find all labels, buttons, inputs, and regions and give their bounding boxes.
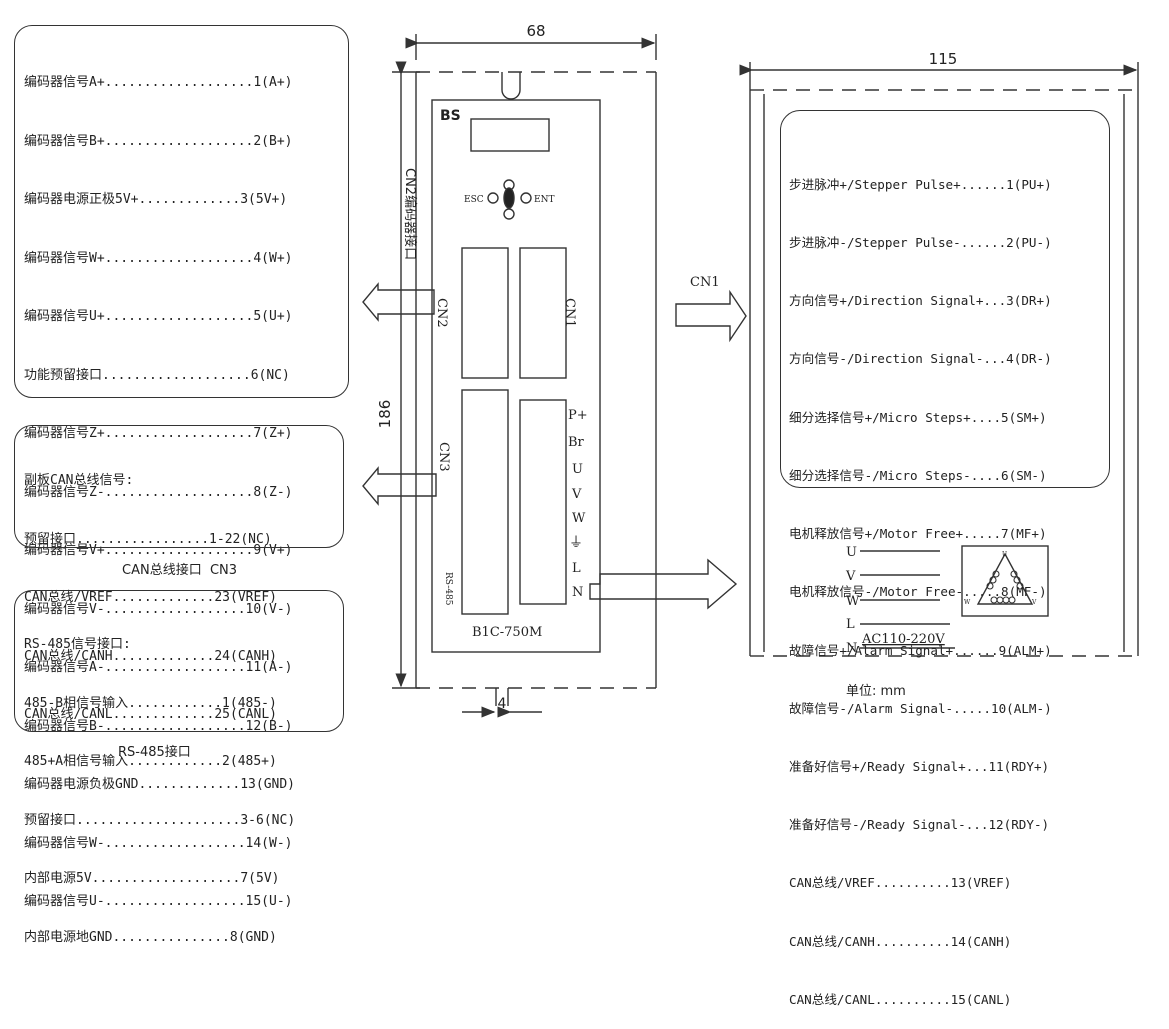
list-item: 编码器信号V+...................9(V+) <box>24 543 293 558</box>
terminal-br: Br <box>568 435 585 450</box>
motor-u-label: U <box>1002 551 1007 558</box>
cn1-connector <box>519 247 567 379</box>
list-item: CAN总线/CANL..........15(CANL) <box>789 991 1012 1007</box>
can-bus-list: 副板CAN总线信号: 预留接口.................1-22(NC)… <box>24 432 277 744</box>
motor-coils <box>986 570 1024 604</box>
cn2-arrow <box>362 282 435 322</box>
power-label-l: L <box>846 617 855 632</box>
motor-symbol-box <box>961 545 1049 617</box>
keypad <box>487 179 532 220</box>
cn3-label: CN3 <box>436 442 451 472</box>
drive-side-view <box>749 89 1139 657</box>
list-item: 准备好信号-/Ready Signal-...12(RDY-) <box>789 817 1050 833</box>
ent-label: ENT <box>534 195 554 205</box>
list-item: 内部电源地GND...............8(GND) <box>24 929 277 945</box>
cn1-arrow <box>675 289 747 343</box>
ground-icon: ⏚ <box>569 535 583 551</box>
motor-w-label: W <box>964 599 971 606</box>
terminal-p-plus: P+ <box>568 408 588 423</box>
terminal-v: V <box>571 487 582 502</box>
cn2-vertical-label: CN2编码器接口 <box>402 168 418 260</box>
list-item: 编码器信号V-..................10(V-) <box>24 601 293 617</box>
power-label-u: U <box>846 545 857 560</box>
list-item: 内部电源5V...................7(5V) <box>24 871 280 886</box>
esc-label: ESC <box>464 195 484 205</box>
list-item: CAN总线/CANL.............25(CANL) <box>24 707 277 722</box>
list-item: 电机释放信号+/Motor Free+.....7(MF+) <box>789 526 1047 542</box>
width-dimension-label: 68 <box>526 22 545 40</box>
rs485-caption: RS-485接口 <box>118 745 191 760</box>
list-item: 准备好信号+/Ready Signal+...11(RDY+) <box>789 759 1050 774</box>
terminal-l: L <box>572 561 581 576</box>
power-wiring <box>860 550 955 649</box>
list-item: 编码器信号Z-...................8(Z-) <box>24 484 293 500</box>
list-item: 编码器信号A-..................11(A-) <box>24 660 293 675</box>
list-item: CAN总线/CANH..........14(CANH) <box>789 933 1012 949</box>
list-item: 预留接口.....................3-6(NC) <box>24 812 296 828</box>
list-item: 编码器电源正极5V+.............3(5V+) <box>24 192 288 207</box>
list-item: 编码器信号A+...................1(A+) <box>24 75 293 90</box>
list-item: 编码器信号Z+...................7(Z+) <box>24 426 293 441</box>
list-item: 编码器信号B+...................2(B+) <box>24 133 293 149</box>
list-item: CAN总线/VREF..........13(VREF) <box>789 875 1012 891</box>
power-label-n: N <box>846 641 857 656</box>
can-bus-title: 副板CAN总线信号: <box>24 473 134 488</box>
list-item: 预留接口.................1-22(NC) <box>24 531 272 547</box>
cn2-connector <box>461 247 509 379</box>
power-arrow <box>589 558 738 610</box>
power-label-w: W <box>846 594 860 609</box>
list-item: 故障信号+/Alarm Signal+......9(ALM+) <box>789 642 1052 658</box>
list-item: 步进脉冲-/Stepper Pulse-......2(PU-) <box>789 235 1052 251</box>
motor-v-label: V <box>1031 599 1037 606</box>
list-item: 编码器信号U+...................5(U+) <box>24 309 293 324</box>
cn3-arrow <box>362 466 437 506</box>
list-item: 功能预留接口...................6(NC) <box>24 367 290 383</box>
cn1-label: CN1 <box>562 298 577 328</box>
list-item: 细分选择信号+/Micro Steps+....5(SM+) <box>789 409 1047 425</box>
wiring-diagram: 68 115 186 4 BS ESC ENT CN2 CN1 CN3 RS-4… <box>362 22 1139 718</box>
depth-dimension <box>739 62 1139 90</box>
list-item: 编码器信号W+...................4(W+) <box>24 250 293 266</box>
hole-dimension-label: 4 <box>498 696 507 712</box>
cn1-pin-list: 步进脉冲+/Stepper Pulse+......1(PU+) 步进脉冲-/S… <box>789 136 1052 1029</box>
can-bus-box <box>14 425 344 548</box>
power-terminal-block <box>519 399 567 605</box>
cn2-pin-box <box>14 25 349 398</box>
terminal-w: W <box>572 511 586 526</box>
list-item: 485-B相信号输入............1(485-) <box>24 695 277 711</box>
rs485-list: RS-485信号接口: 485-B相信号输入............1(485-… <box>24 596 295 967</box>
list-item: 故障信号-/Alarm Signal-.....10(ALM-) <box>789 700 1052 716</box>
power-label-v: V <box>845 569 856 584</box>
list-item: 细分选择信号-/Micro Steps-....6(SM-) <box>789 467 1047 483</box>
rs485-title: RS-485信号接口: <box>24 637 131 652</box>
list-item: 方向信号+/Direction Signal+...3(DR+) <box>789 293 1052 309</box>
list-item: 编码器信号B-..................12(B-) <box>24 718 293 734</box>
cn3-connector <box>461 389 509 615</box>
voltage-label: AC110-220V <box>861 632 945 647</box>
depth-dimension-label: 115 <box>929 50 958 68</box>
list-item: 方向信号-/Direction Signal-...4(DR-) <box>789 351 1052 367</box>
cn1-outer-label: CN1 <box>690 275 720 290</box>
unit-label: 单位: mm <box>846 684 906 699</box>
list-item: 电机释放信号-/Motor Free-.....8(MF-) <box>789 584 1047 600</box>
width-dimension <box>405 34 657 60</box>
list-item: CAN总线/CANH.............24(CANH) <box>24 648 277 664</box>
rs485-side-label: RS-485 <box>443 572 453 606</box>
height-dimension-label: 186 <box>376 400 394 429</box>
brand-label: BS <box>440 108 461 124</box>
can-bus-caption: CAN总线接口 CN3 <box>122 563 238 578</box>
cn1-pin-box <box>780 110 1110 488</box>
terminal-u: U <box>572 462 583 477</box>
list-item: CAN总线/VREF.............23(VREF) <box>24 590 277 605</box>
model-label: B1C-750M <box>472 625 542 640</box>
terminal-n: N <box>572 585 583 600</box>
motor-triangle <box>976 552 1034 605</box>
cn2-label: CN2 <box>434 298 449 328</box>
rs485-box <box>14 590 344 732</box>
display-window <box>470 118 550 152</box>
drive-front-panel <box>415 71 657 718</box>
list-item: 步进脉冲+/Stepper Pulse+......1(PU+) <box>789 176 1052 192</box>
